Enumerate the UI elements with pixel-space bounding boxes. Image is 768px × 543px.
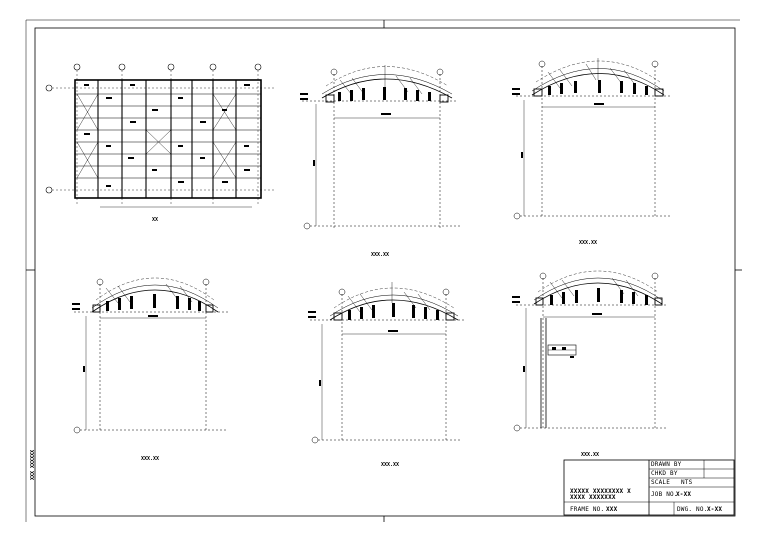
sheet-side-label: XXX XXXXXX [30,449,36,480]
scale-label: SCALE [651,479,671,486]
plan-grid-bubbles [45,63,262,194]
sheet-frame [25,19,742,522]
frame-no-value: XXX [606,506,618,513]
job-no-value: X-XX [676,491,692,498]
drawing-title-line1: XXXXX XXXXXXXX X [570,488,631,495]
title-block [563,459,735,516]
plan-purlins [75,93,261,179]
scale-value: NTS [681,479,693,486]
drawn-by-label: DRAWN BY [651,461,682,468]
section-1-label: XXX.XX [371,252,389,258]
roof-framing-plan [45,63,275,208]
plan-outline [74,79,262,199]
section-4-label: XXX.XX [381,462,399,468]
section-1 [300,65,460,230]
section-5 [512,270,668,432]
plan-bracing [76,93,237,179]
drawing-title-line2: XXXX XXXXXXX [570,494,616,501]
job-no-label: JOB NO. [651,491,678,498]
section-4 [308,282,464,444]
section-3 [72,277,230,434]
section-2-label: XXX.XX [579,240,597,246]
plan-view-label: XX [152,217,158,223]
section-5-column-detail [540,318,577,428]
plan-rafters [97,80,237,198]
section-2 [512,58,670,220]
plan-grid-lines [52,70,275,205]
dwg-no-value: X-XX [707,506,723,513]
section-5-label: XXX.XX [581,452,599,458]
frame-no-label: FRAME NO. [570,506,605,513]
section-3-label: XXX.XX [141,456,159,462]
checked-by-label: CHKD BY [651,470,678,477]
dwg-no-label: DWG. NO. [677,506,708,513]
plan-member-tags [84,84,250,187]
